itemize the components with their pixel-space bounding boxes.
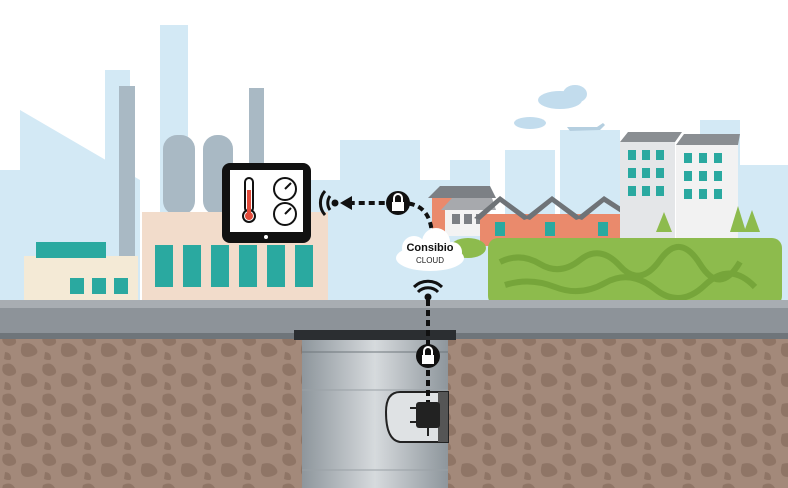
small-building — [24, 242, 138, 300]
airplane-icon — [567, 123, 605, 131]
apartment-buildings — [620, 132, 760, 242]
wifi-icon — [318, 190, 339, 216]
lock-icon — [386, 191, 410, 215]
lock-icon — [416, 344, 440, 368]
wifi-icon — [412, 279, 444, 301]
cloud-icon — [396, 228, 464, 271]
cloud-subtitle: CLOUD — [415, 256, 444, 265]
cloud-title: Consibio — [406, 242, 454, 254]
sensor-icon — [384, 391, 449, 443]
hedge — [450, 238, 782, 306]
sky-clouds — [514, 85, 605, 131]
gauge-icon — [273, 177, 297, 226]
tablet-dashboard-icon — [222, 163, 311, 243]
arrow-left-icon — [340, 196, 352, 210]
